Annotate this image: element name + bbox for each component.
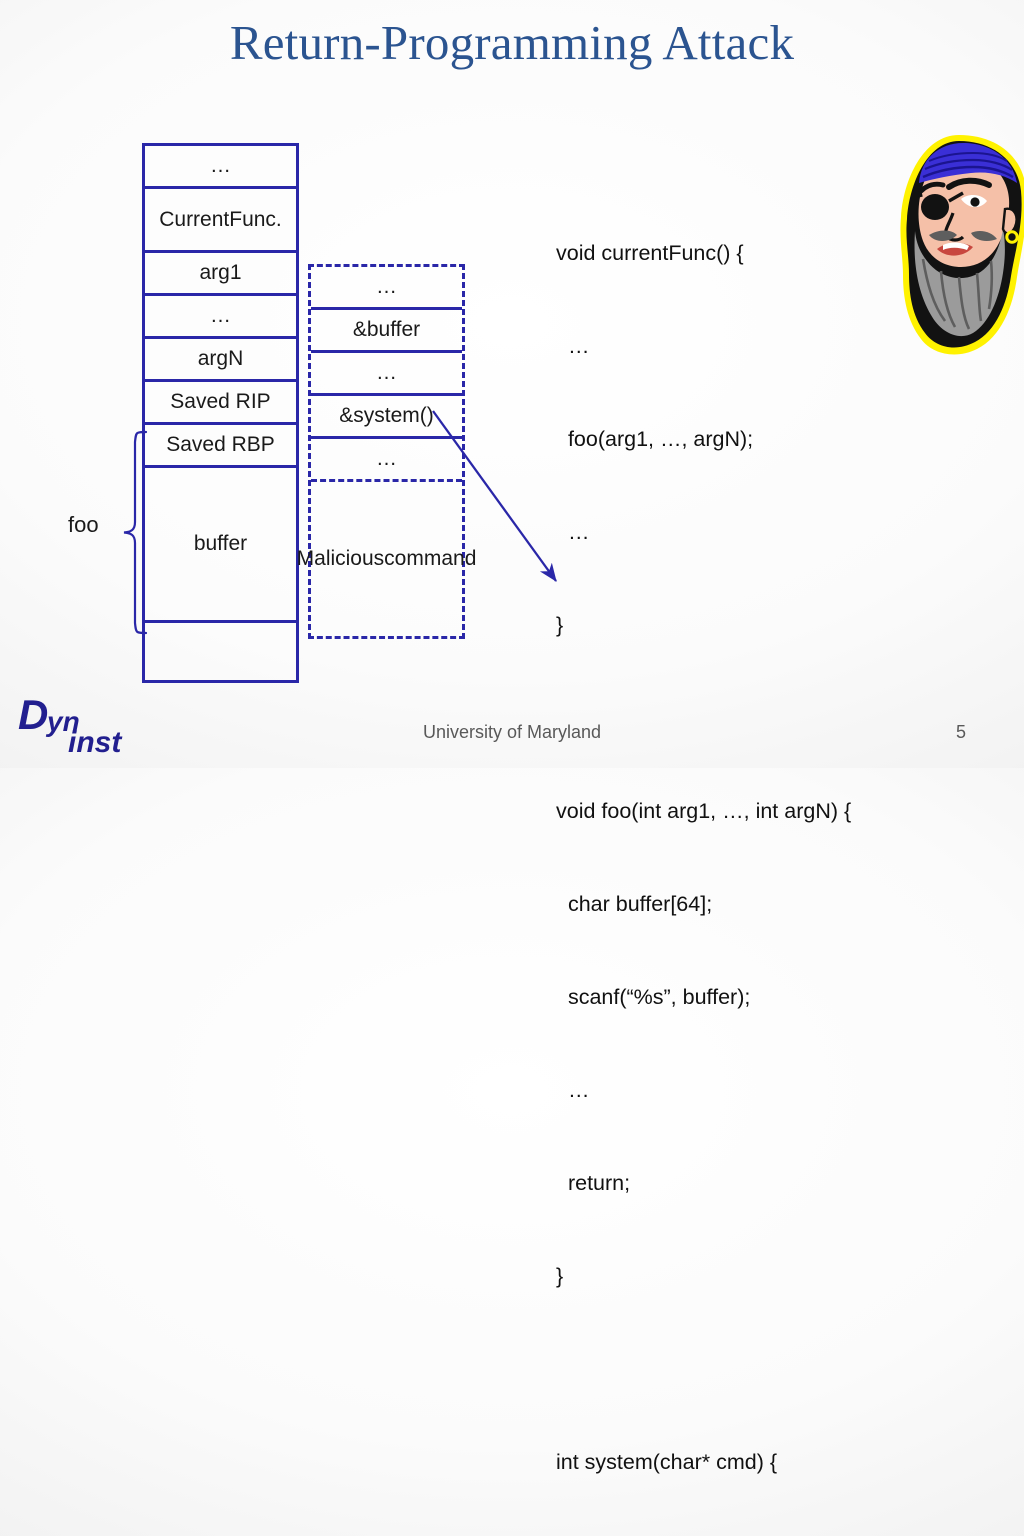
footer-page-number: 5 [955,722,966,742]
code-line-currentfunc-4: } [556,613,564,637]
pirate-brow-right [946,177,992,190]
bandana-fold-1 [922,165,1014,179]
overflow-cell-mid-dots: … [311,353,462,396]
code-blank-2 [556,1354,896,1385]
stack-cell-argn: argN [145,339,296,382]
bandana-fold-2 [924,158,1013,171]
foo-frame-label: foo [68,512,99,537]
code-line-foo-4: return; [556,1171,631,1195]
beard-strands [921,258,994,330]
code-line-system-open: int system(char* cmd) { [556,1450,778,1474]
pirate-bandana [919,143,1017,183]
stack-cell-current-func-line1: Current [159,207,230,231]
pirate-teeth [943,242,969,250]
code-line-foo-0: void foo(int arg1, …, int argN) { [556,799,852,823]
code-line-currentfunc-2: foo(arg1, …, argN); [556,427,754,451]
bandana-fold-3 [928,151,1008,162]
stack-cell-args-dots: … [145,296,296,339]
code-line-currentfunc-1: … [556,334,590,358]
pirate-earring [1005,230,1019,244]
pirate-moustache-left [929,230,957,241]
dyninst-logo: D yn inst [18,694,168,764]
pirate-moustache-right [971,231,997,241]
pirate-mascot-image [900,135,1024,355]
stack-cell-current-func-line2: Func. [229,207,282,231]
overflow-cell-lower-dots: … [311,439,462,482]
stack-cell-empty [145,623,296,680]
malicious-line2: command [384,547,477,571]
foo-frame-annotation: foo [60,430,150,635]
page-title: Return-Programming Attack [229,15,795,70]
pirate-pupil [970,197,980,207]
pirate-brow-left [918,181,946,194]
malicious-line1: Malicious [296,547,385,571]
code-line-currentfunc-0: void currentFunc() { [556,241,744,265]
footer-organization: University of Maryland [422,722,602,742]
code-panel: void currentFunc() { … foo(arg1, …, argN… [556,176,896,1536]
logo-letter-d: D [18,691,49,738]
pirate-ear [1001,207,1018,235]
logo-letters-yn: yn [47,706,80,737]
stack-cell-saved-rip: Saved RIP [145,382,296,425]
code-line-foo-5: } [556,1264,564,1288]
stack-cell-saved-rbp: Saved RBP [145,425,296,468]
logo-letters-inst: inst [68,726,122,759]
overflow-cell-buffer-addr: &buffer [311,310,462,353]
code-line-currentfunc-3: … [556,520,590,544]
overflow-cell-system-addr: &system() [311,396,462,439]
overflow-cell-top-dots: … [311,267,462,310]
pirate-eye-patch [921,194,949,220]
curly-brace-icon [123,430,148,635]
code-line-foo-1: char buffer[64]; [556,892,713,916]
stack-cell-arg1: arg1 [145,253,296,296]
stack-cell-top-dots: … [145,146,296,189]
code-line-foo-2: scanf(“%s”, buffer); [556,985,751,1009]
stack-cell-buffer: buffer [145,468,296,623]
code-line-foo-3: … [556,1078,590,1102]
